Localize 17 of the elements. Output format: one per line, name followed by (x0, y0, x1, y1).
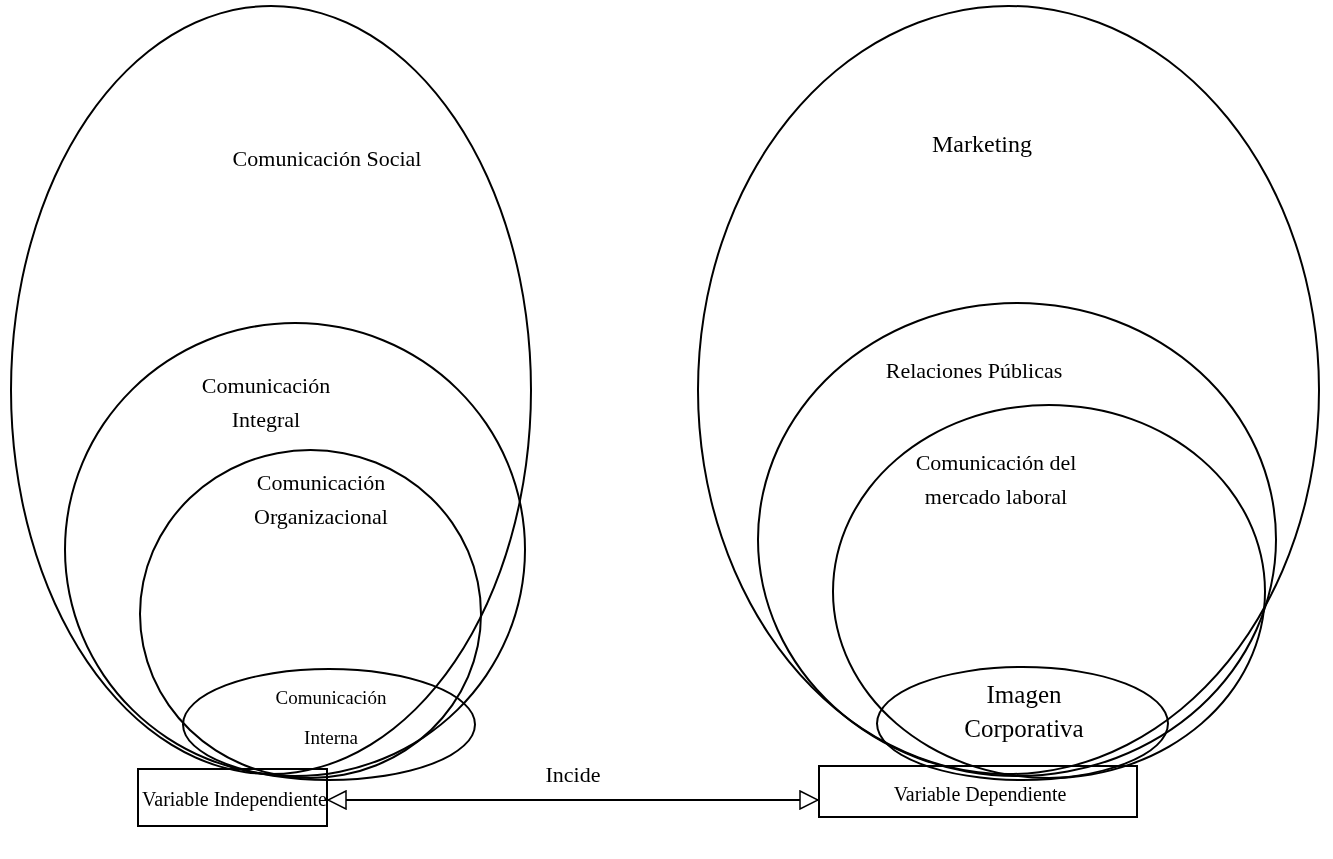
node-label: Relaciones Públicas (884, 357, 1064, 385)
variable-box (818, 765, 1138, 818)
category-ellipse (876, 666, 1169, 781)
category-ellipse (139, 449, 482, 779)
node-label: Comunicación Social (231, 145, 423, 173)
double-arrow (327, 790, 819, 810)
node-label: Comunicación del mercado laboral (914, 449, 1078, 511)
variable-box (137, 768, 328, 827)
node-label: Variable Independiente (141, 787, 328, 813)
node-label: Comunicación Integral (200, 372, 332, 434)
node-label: Variable Dependiente (892, 782, 1068, 808)
node-label: Comunicación Organizacional (253, 469, 389, 531)
category-ellipse (832, 404, 1266, 779)
node-label: Marketing (931, 130, 1033, 159)
node-label: Comunicación Interna (274, 686, 388, 750)
category-ellipse (182, 668, 476, 781)
node-label: Imagen Corporativa (963, 680, 1085, 744)
